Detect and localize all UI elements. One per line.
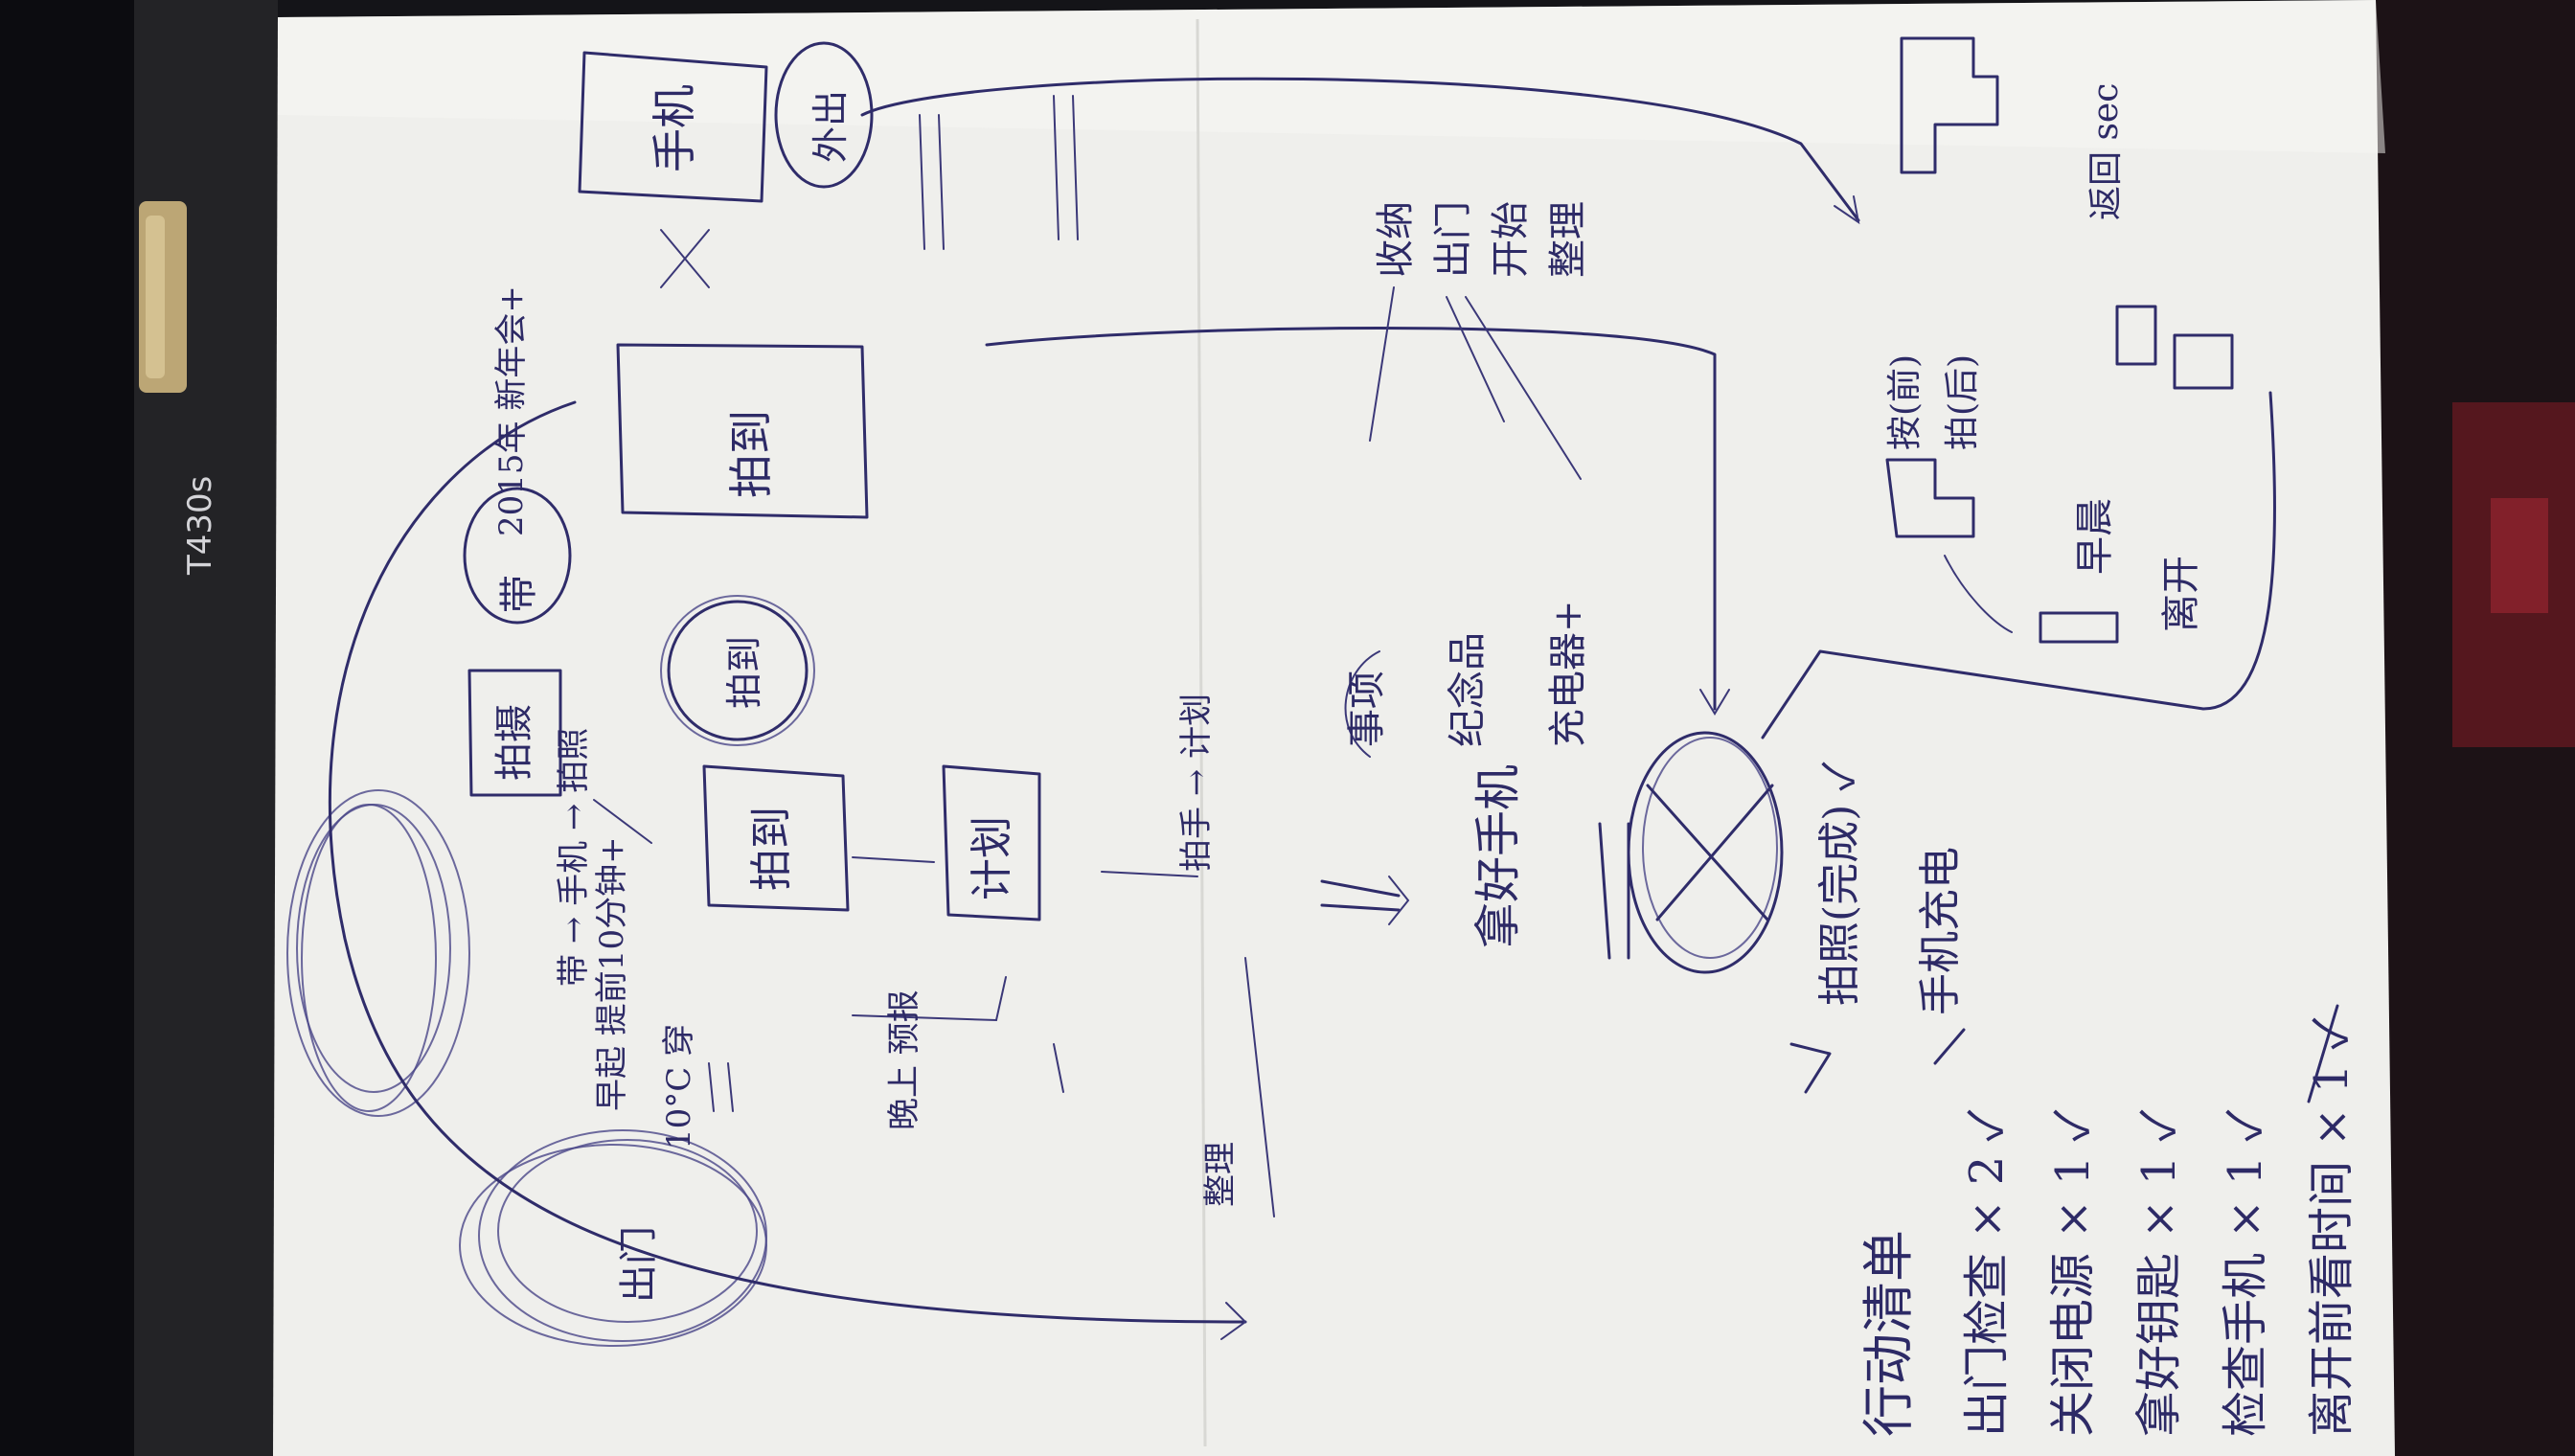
box-center bbox=[702, 764, 850, 912]
circle-center-right-2 bbox=[1642, 737, 1778, 959]
circle-left-scribble bbox=[286, 789, 470, 1117]
laptop-model-label: T430s bbox=[181, 476, 219, 576]
underline-3 bbox=[708, 1062, 734, 1112]
arrow-head-upper-loop bbox=[1699, 689, 1730, 716]
paper-fold bbox=[1196, 18, 1207, 1447]
sketch-rect-1 bbox=[2039, 611, 2119, 644]
double-arrow-vert bbox=[660, 229, 710, 288]
checklist-item-2: 关闭电源 × 1 ✓ bbox=[2046, 1108, 2100, 1437]
double-arrow-head bbox=[1388, 876, 1410, 925]
circled-left-1: 出门 bbox=[617, 1226, 661, 1303]
circled-left-2: 外出 bbox=[809, 90, 852, 163]
bracket-left bbox=[1344, 650, 1380, 758]
right-note-3: 充电器+ bbox=[1546, 600, 1590, 747]
right-column-4: 整理 bbox=[1546, 201, 1590, 278]
circle-bottom-scribble-2 bbox=[497, 1139, 758, 1323]
middle-note-1: 带 → 手机 → 拍照 bbox=[555, 728, 593, 987]
sketch-curve bbox=[1944, 555, 2013, 633]
double-arrow bbox=[1320, 879, 1401, 912]
sketch-rect-2 bbox=[2173, 333, 2234, 390]
double-line-left-circle bbox=[1598, 822, 1630, 960]
bottom-right-1: 早晨 bbox=[2073, 498, 2117, 575]
checklist-title: 行动清单 bbox=[1858, 1230, 1919, 1437]
left-note-1: 早起 提前10分钟+ bbox=[593, 836, 631, 1111]
red-fabric-highlight bbox=[2491, 498, 2548, 613]
box-upper-middle bbox=[616, 343, 869, 519]
checklist-item-4: 检查手机 × 1 ✓ bbox=[2219, 1108, 2272, 1437]
circle-shot bbox=[667, 600, 809, 741]
middle-note-3: 整理 bbox=[1201, 1142, 1240, 1207]
arrow-small-4 bbox=[852, 976, 1007, 1022]
right-column-3: 开始 bbox=[1489, 201, 1533, 278]
arrow-small-1 bbox=[593, 799, 652, 844]
underline-1 bbox=[919, 114, 945, 250]
circle-shot-outer bbox=[660, 595, 815, 746]
arrow-small-3 bbox=[1101, 871, 1198, 877]
arrow-head-top-loop bbox=[1834, 195, 1860, 225]
center-box-label-1: 拍到 bbox=[747, 807, 796, 891]
arrow-upper-loop bbox=[985, 327, 1717, 711]
left-shadow bbox=[0, 0, 134, 1456]
box-left-small bbox=[467, 669, 562, 797]
sketch-label-2: 拍(后) bbox=[1943, 354, 1982, 450]
left-note-2: 10°C 穿 bbox=[660, 1024, 698, 1149]
center-label: 拿好手机 bbox=[1471, 764, 1525, 948]
top-box-label-2: 拍到 bbox=[725, 410, 777, 498]
arrow-head-left-loop bbox=[1220, 1302, 1247, 1340]
arrow-small-5 bbox=[1053, 1043, 1064, 1093]
paper-light bbox=[278, 0, 2385, 153]
paper-sheet bbox=[273, 0, 2395, 1456]
right-column-2: 出门 bbox=[1431, 201, 1475, 278]
check-mark-2 bbox=[1933, 1028, 1966, 1065]
loop-arrow-left bbox=[328, 400, 1247, 1324]
arrow-right-loop bbox=[1761, 391, 2276, 739]
underline-2 bbox=[1053, 95, 1079, 240]
arrow-top-loop bbox=[860, 77, 1860, 222]
middle-note-2: 拍手 → 计划 bbox=[1177, 694, 1216, 872]
checklist-item-5: 离开前看时间 × 1 ✓ bbox=[2305, 1016, 2359, 1437]
center-box-label-3: 拍摄 bbox=[492, 704, 536, 781]
right-note-1: 事项 bbox=[1345, 671, 1389, 747]
check-mark-3 bbox=[2307, 1004, 2339, 1103]
top-box-label-1: 手机 bbox=[649, 84, 700, 172]
right-column-1: 收纳 bbox=[1374, 201, 1418, 278]
check-mark-1 bbox=[1789, 1042, 1832, 1094]
checklist-item-3: 拿好钥匙 × 1 ✓ bbox=[2132, 1108, 2186, 1437]
circle-left-scribble-3 bbox=[301, 804, 437, 1112]
center-cross bbox=[1646, 784, 1774, 921]
sketch-label-3: 返回 sec bbox=[2086, 83, 2126, 220]
box-plan bbox=[942, 764, 1041, 921]
checklist-item-1: 出门检查 × 2 ✓ bbox=[1960, 1108, 2014, 1437]
circled-label-1: 带 bbox=[497, 575, 541, 613]
circle-top-right bbox=[774, 41, 874, 189]
circled-label-2: 拍到 bbox=[723, 636, 765, 709]
left-note-3: 晚上 预报 bbox=[885, 990, 923, 1130]
checklist-right-1: 拍照(完成) ✓ bbox=[1815, 762, 1864, 1006]
hinge-highlight bbox=[146, 216, 165, 378]
handwriting-layer: 2015年 新年会+ 手机 拍到 拍到 计划 拍摄 带 拍到 出门 外出 早起 … bbox=[492, 83, 2359, 1437]
fan-lines bbox=[1369, 286, 1582, 480]
sketch-rect-3 bbox=[2115, 305, 2157, 366]
right-note-2: 纪念品 bbox=[1446, 632, 1490, 747]
center-box-label-2: 计划 bbox=[968, 816, 1016, 900]
box-phone bbox=[578, 51, 768, 203]
checklist-right-2: 手机充电 bbox=[1916, 847, 1965, 1015]
arrow-small-2 bbox=[852, 856, 935, 863]
circle-take bbox=[463, 487, 572, 625]
arrow-small-6 bbox=[1244, 957, 1275, 1217]
circle-bottom-scribble-3 bbox=[459, 1144, 767, 1347]
header-note: 2015年 新年会+ bbox=[492, 285, 531, 536]
sketch-label-1: 按(前) bbox=[1885, 354, 1925, 450]
bottom-right-2: 离开 bbox=[2159, 556, 2203, 632]
sketch-top-shape bbox=[1900, 36, 1999, 174]
sketch-bottom-shape bbox=[1885, 458, 1975, 538]
